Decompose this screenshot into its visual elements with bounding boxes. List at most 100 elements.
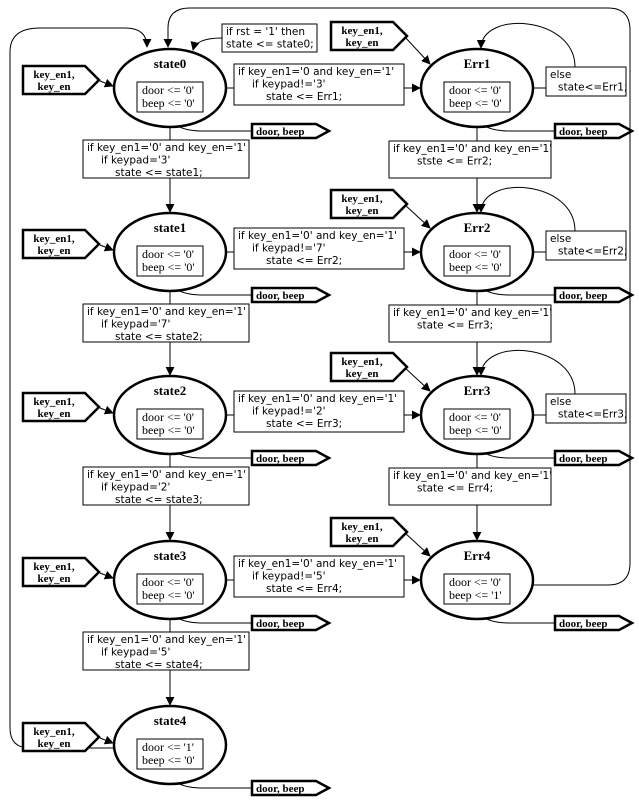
transition-condition-box-text: if keypad='3'	[101, 155, 170, 167]
input-port-label: key_en1,	[341, 193, 383, 205]
output-port-label: door, beep	[559, 126, 608, 138]
transition-condition-box-text: state <= Err3;	[266, 418, 342, 430]
transition-condition-box-text: if key_en1='0' and key_en='1'	[393, 470, 552, 482]
else-condition-box-text: state<=Err1;	[558, 82, 628, 94]
state-Err3-actions-box	[443, 408, 511, 440]
state-state0-actions-box	[136, 81, 204, 113]
state-state0-action: beep <= '0'	[142, 96, 195, 110]
state-Err2-action: door <= '0'	[449, 247, 501, 261]
state-Err3-action: door <= '0'	[449, 410, 501, 424]
reset-condition-box	[221, 23, 318, 53]
reset-condition-box-text: if rst = '1' then	[226, 26, 305, 38]
error-return-loop-arrow	[163, 7, 631, 586]
transition-condition-box	[233, 63, 405, 106]
input-port	[21, 721, 101, 753]
input-port	[21, 228, 101, 260]
state-Err2-label: Err2	[464, 220, 491, 235]
state-Err4-action: door <= '0'	[449, 575, 501, 589]
self-loop-arrow	[476, 349, 576, 395]
state-Err3-label: Err3	[464, 383, 491, 398]
transition-condition-box-text: if key_en1='0' and key_en='1'	[238, 393, 397, 405]
output-port-label: door, beep	[256, 618, 305, 630]
state-state3-action: beep <= '0'	[142, 588, 195, 602]
state-Err3-action: beep <= '0'	[449, 423, 502, 437]
state-state2-actions-box	[136, 408, 204, 440]
state-state4-label: state4	[154, 713, 187, 728]
input-arrow	[99, 570, 114, 580]
input-arrow	[403, 366, 431, 392]
transition-condition-box	[233, 555, 405, 598]
output-port-label: door, beep	[256, 290, 305, 302]
transition-condition-box	[233, 227, 405, 270]
transition-condition-box	[82, 466, 250, 506]
transition-condition-box-text: state <= Err4;	[417, 483, 493, 495]
input-arrow	[99, 405, 114, 415]
transition-condition-box	[82, 139, 250, 179]
transition-condition-box-text: if key_en1='0' and key_en='1'	[393, 307, 552, 319]
state-Err2-action: beep <= '0'	[449, 260, 502, 274]
transition-condition-box-text: if key_en1='0' and key_en='1'	[238, 558, 397, 570]
state-Err4-label: Err4	[464, 548, 491, 563]
transition-condition-box-text: state <= state1;	[115, 167, 203, 179]
input-port-label: key_en	[346, 205, 379, 217]
output-port-label: door, beep	[256, 126, 305, 138]
else-condition-box	[545, 230, 627, 261]
input-port-label: key_en	[38, 738, 71, 750]
output-port	[553, 614, 635, 632]
input-arrow	[403, 203, 431, 229]
output-port-label: door, beep	[559, 618, 608, 630]
state-Err4-action: beep <= '1'	[449, 588, 502, 602]
state-state1-action: door <= '0'	[142, 247, 194, 261]
state-Err1-action: beep <= '0'	[449, 96, 502, 110]
output-port	[250, 449, 332, 467]
transition-condition-box-text: if key_en1='0' and key_en='1'	[393, 143, 552, 155]
input-port	[329, 351, 409, 383]
self-loop-arrow	[476, 186, 576, 232]
return-loop-arrow	[9, 27, 152, 749]
input-port-label: key_en	[38, 408, 71, 420]
state-state0-label: state0	[154, 56, 187, 71]
transition-condition-box-text: if keypad='7'	[101, 319, 170, 331]
state-state2-label: state2	[154, 383, 187, 398]
self-loop-arrow	[476, 22, 576, 68]
state-Err1-actions-box	[443, 81, 511, 113]
transition-condition-box-text: state <= state2;	[115, 331, 203, 343]
state-Err1-action: door <= '0'	[449, 83, 501, 97]
input-port	[329, 188, 409, 220]
state-state1-action: beep <= '0'	[142, 260, 195, 274]
transition-condition-box	[82, 303, 250, 343]
state-state2-action: beep <= '0'	[142, 423, 195, 437]
input-port	[21, 391, 101, 423]
input-arrow	[99, 242, 114, 252]
input-port-label: key_en1,	[33, 726, 75, 738]
else-condition-box-text: else	[550, 233, 571, 245]
input-port-label: key_en	[346, 37, 379, 49]
transition-condition-box-text: if keypad!='3'	[252, 79, 326, 91]
input-port-label: key_en	[346, 368, 379, 380]
else-condition-box	[545, 66, 627, 97]
input-port-label: key_en1,	[33, 396, 75, 408]
transition-condition-box-text: state <= Err3;	[417, 320, 493, 332]
input-port-label: key_en1,	[33, 69, 75, 81]
input-arrow	[99, 78, 114, 88]
transition-condition-box	[388, 304, 552, 343]
input-port-label: key_en	[38, 81, 71, 93]
reset-condition-box-text: state <= state0;	[226, 39, 314, 51]
state-state2-action: door <= '0'	[142, 410, 194, 424]
input-port	[21, 64, 101, 96]
transition-condition-box-text: if keypad!='2'	[252, 406, 326, 418]
input-port-label: key_en1,	[33, 233, 75, 245]
output-port	[250, 779, 332, 797]
output-port-label: door, beep	[256, 783, 305, 795]
else-condition-box	[545, 393, 627, 424]
transition-condition-box-text: if key_en1='0' and key_en='1'	[87, 142, 246, 154]
input-port-label: key_en1,	[341, 25, 383, 37]
state-state4-action: door <= '1'	[142, 740, 194, 754]
transition-condition-box-text: state <= Err2;	[266, 255, 342, 267]
transition-condition-box-text: if keypad='2'	[101, 482, 170, 494]
input-arrow	[403, 531, 431, 557]
transition-condition-box-text: if key_en1='0' and key_en='1'	[238, 230, 397, 242]
else-condition-box-text: else	[550, 69, 571, 81]
output-port-label: door, beep	[256, 453, 305, 465]
